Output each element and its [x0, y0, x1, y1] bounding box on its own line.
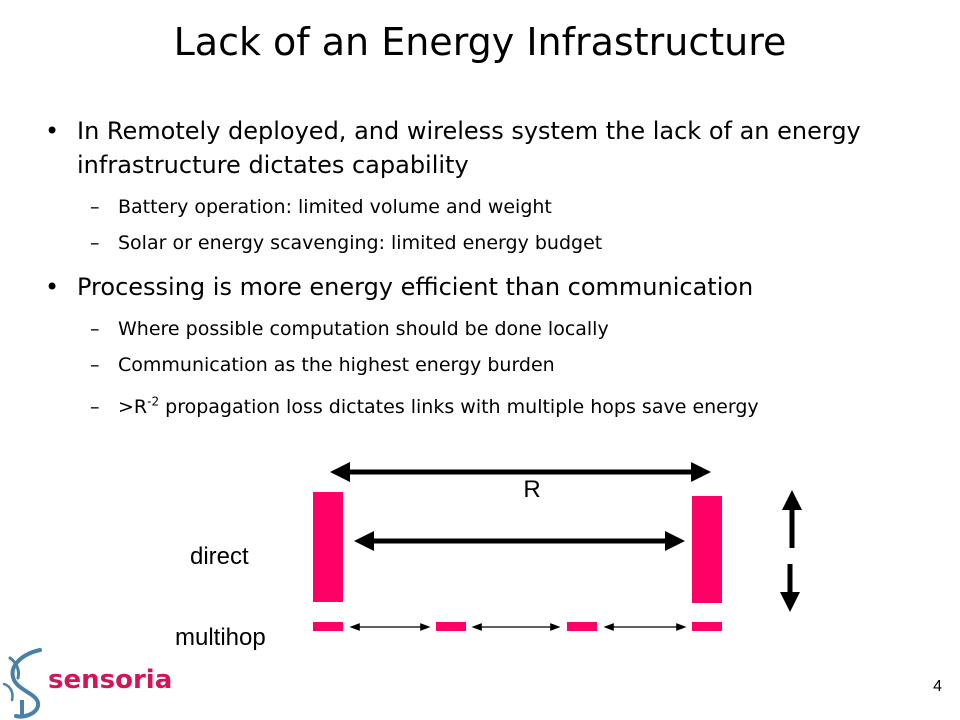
sub-bullet-text: Communication as the highest energy burd… — [118, 354, 555, 376]
sensoria-logo: sensoria — [2, 648, 172, 719]
hop-node — [436, 622, 466, 631]
sub-bullet-propagation-loss: –>R-2 propagation loss dictates links wi… — [90, 394, 759, 420]
sub-bullet-dash: – — [90, 396, 100, 418]
sub-bullet-text: Battery operation: limited volume and we… — [118, 196, 552, 218]
sub-bullet-computation: –Where possible computation should be do… — [90, 316, 609, 342]
multihop-label: multihop — [175, 624, 266, 651]
slide-title: Lack of an Energy Infrastructure — [173, 20, 787, 64]
formula-suffix: propagation loss dictates links with mul… — [159, 396, 759, 418]
source-node — [313, 492, 343, 602]
sub-bullet-dash: – — [90, 196, 100, 218]
hop-node — [313, 622, 343, 631]
direct-label: direct — [190, 543, 249, 570]
bullet-text: In Remotely deployed, and wireless syste… — [77, 117, 861, 179]
formula-exponent: -2 — [147, 394, 160, 409]
page-number: 4 — [933, 678, 942, 695]
hop-node — [692, 622, 722, 631]
sub-bullet-communication: –Communication as the highest energy bur… — [90, 352, 555, 378]
bullet-dot: • — [45, 273, 60, 301]
bullet-text: Processing is more energy efficient than… — [77, 273, 754, 301]
sub-bullet-text: Solar or energy scavenging: limited ener… — [118, 232, 603, 254]
logo-mark-icon — [2, 648, 42, 719]
formula-prefix: >R — [118, 396, 148, 418]
logo-text: sensoria — [48, 665, 172, 695]
sub-bullet-battery: –Battery operation: limited volume and w… — [90, 194, 552, 220]
bullet-energy-infrastructure: • In Remotely deployed, and wireless sys… — [45, 114, 875, 182]
destination-node — [692, 496, 722, 603]
hop-node — [567, 622, 597, 631]
sub-bullet-text: Where possible computation should be don… — [118, 318, 609, 340]
sub-bullet-solar: –Solar or energy scavenging: limited ene… — [90, 230, 602, 256]
range-label: R — [523, 476, 540, 503]
bullet-dot: • — [45, 117, 60, 145]
sub-bullet-dash: – — [90, 232, 100, 254]
sub-bullet-dash: – — [90, 354, 100, 376]
bullet-processing: • Processing is more energy efficient th… — [45, 270, 905, 304]
sub-bullet-dash: – — [90, 318, 100, 340]
